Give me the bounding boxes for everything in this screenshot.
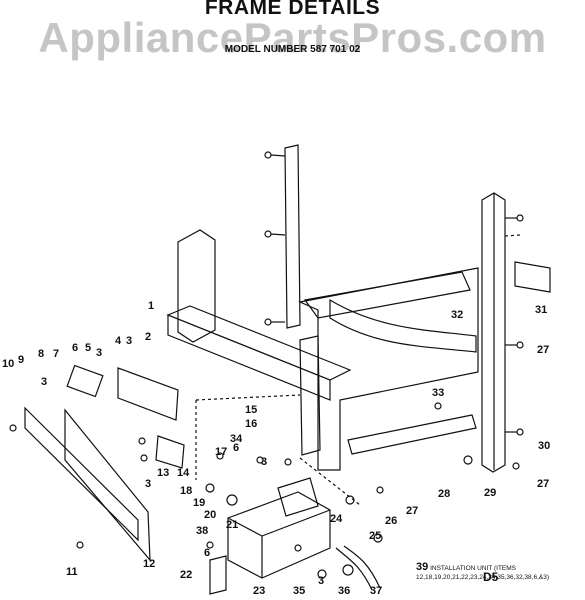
bracket [155,435,185,469]
callout-35: 35 [293,585,305,597]
callout-5: 5 [85,342,91,354]
installation-note: 39 INSTALLATION UNIT (ITEMS 12,18,19,20,… [416,561,584,582]
callout-23: 23 [253,585,265,597]
callout-18: 18 [180,485,192,497]
plate [209,555,227,595]
model-number: MODEL NUMBER 587 701 02 [224,44,361,55]
callout-7: 7 [53,348,59,360]
terminal-block [117,367,179,421]
watermark: AppliancePartsPros.com [38,14,547,61]
callout-6b: 6 [233,442,239,454]
callout-25: 25 [369,530,381,542]
side-panel [64,408,151,562]
callout-3f: 3 [96,347,102,359]
page-title: FRAME DETAILS [204,0,381,19]
callout-30: 30 [538,440,550,452]
callout-8: 8 [38,348,44,360]
kick-plate [24,406,139,542]
callout-6c: 6 [204,547,210,559]
callout-29: 29 [484,487,496,499]
callout-9: 9 [18,354,24,366]
switch [66,364,104,398]
callout-37: 37 [370,585,382,597]
callout-17: 17 [215,446,227,458]
frame-drawing [9,144,551,595]
front-rail [167,314,331,401]
callout-32: 32 [451,309,463,321]
callout-19: 19 [193,497,205,509]
callout-36: 36 [338,585,350,597]
junction-box [227,491,331,579]
corner-bracket [514,261,551,293]
note-item-number: 39 [416,561,429,573]
power-cord [335,547,373,591]
callout-3d: 3 [261,456,267,468]
callout-4: 4 [115,335,122,347]
callout-15: 15 [245,404,257,416]
callout-24: 24 [330,513,343,525]
box-cover [277,477,319,517]
callout-2: 2 [145,331,151,343]
callout-28: 28 [438,488,450,500]
callout-16: 16 [245,418,257,430]
callout-20: 20 [204,509,216,521]
callout-27a: 27 [406,505,418,517]
callout-3: 3 [126,335,132,347]
callout-3c: 3 [145,478,151,490]
left-upright [177,229,216,343]
callout-12: 12 [143,558,155,570]
center-upright [284,144,301,329]
callout-11: 11 [66,566,78,578]
callout-6: 6 [72,342,78,354]
callout-22: 22 [180,569,192,581]
callout-33: 33 [432,387,444,399]
callout-14: 14 [177,467,190,479]
callout-13: 13 [157,467,169,479]
callout-21: 21 [226,519,238,531]
right-brace [329,298,477,353]
lower-crossbar [347,414,477,455]
callout-38: 38 [196,525,208,537]
callout-27b: 27 [537,344,549,356]
callout-34: 34 [230,433,243,445]
callout-27c: 27 [537,478,549,490]
callout-3e: 3 [318,575,324,587]
callout-labels: 1 2 3 4 5 6 7 8 9 10 11 12 13 14 15 16 1… [2,300,550,597]
page-code: D5 [483,570,499,584]
callout-26: 26 [385,515,397,527]
center-frame [298,267,479,471]
callout-10: 10 [2,358,14,370]
note-text: INSTALLATION UNIT (ITEMS 12,18,19,20,21,… [416,565,550,581]
callout-1: 1 [148,300,154,312]
callout-3b: 3 [41,376,47,388]
callout-31: 31 [535,304,547,316]
